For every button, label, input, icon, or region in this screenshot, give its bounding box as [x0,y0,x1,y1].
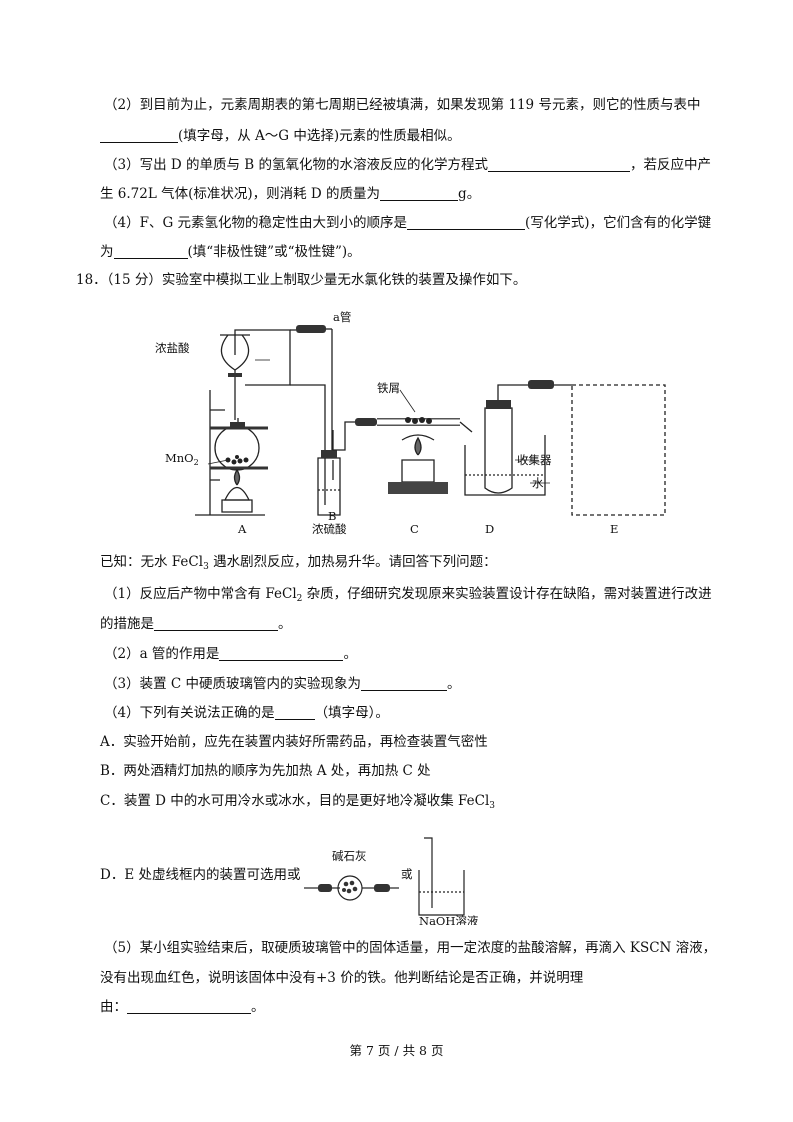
label-conc-hcl: 浓盐酸 [155,341,190,355]
q17-p4-line2: 为 (填“非极性键”或“极性键”)。 [100,243,361,261]
dashed-box-e [571,384,666,516]
q18-title-text: 18．（15 分）实验室中模拟工业上制取少量无水氯化铁的装置及操作如下。 [76,272,527,288]
q18-known-sub: 3 [203,562,209,572]
a-tube [234,329,291,386]
answer-blank[interactable] [274,705,315,720]
label-A: A [237,522,247,536]
q18-p3: （3）装置 C 中硬质玻璃管内的实验现象为 。 [104,675,461,693]
label-E: E [610,522,618,536]
q18-p2: （2）a 管的作用是 。 [104,645,357,663]
q17-p3-text-c: 生 6.72L 气体(标准状况)，则消耗 D 的质量为 [100,186,381,202]
q18-p1-line1: （1）反应后产物中常含有 FeCl2 杂质，仔细研究发现原来实验装置设计存在缺陷… [104,585,712,608]
drying-tube-icon [337,875,363,901]
q18-p5-text-b: 没有出现血红色，说明该固体中没有+3 价的铁。他判断结论是否正确，并说明理 [100,970,584,986]
q17-p4-text: （4）F、G 元素氢化物的稳定性由大到小的顺序是 [104,215,408,231]
q18-p1-text-d: 。 [278,616,292,632]
label-iron: 铁屑 [377,381,400,395]
q18-option-a-text: A．实验开始前，应先在装置内装好所需药品，再检查装置气密性 [100,734,488,750]
answer-blank[interactable] [100,128,178,143]
q17-p4-line1: （4）F、G 元素氢化物的稳定性由大到小的顺序是 (写化学式)，它们含有的化学键 [104,214,711,232]
label-D: D [485,522,494,536]
q18-option-c: C．装置 D 中的水可用冷水或冰水，目的是更好地冷凝收集 FeCl3 [100,792,495,815]
q17-p2-text-b: (填字母，从 A～G 中选择)元素的性质最相似。 [178,128,461,144]
q18-p3-text-b: 。 [447,676,461,692]
wash-bottle [317,457,341,516]
q18-p4: （4）下列有关说法正确的是 （填字母）。 [104,704,389,722]
q18-option-d: D．E 处虚线框内的装置可选用或 [100,866,300,884]
label-collector: 收集器 [517,453,552,467]
iron-stand [195,390,265,516]
label-C: C [410,522,419,536]
q18-p5-text-d: 。 [251,999,265,1015]
collector [484,407,513,494]
q18-p1-text-b: 杂质，仔细研究发现原来实验装置设计存在缺陷，需对装置进行改进 [302,586,712,602]
answer-blank[interactable] [219,646,344,661]
label-or: 或 [401,867,413,881]
label-soda-lime: 碱石灰 [332,849,367,863]
q18-p3-text: （3）装置 C 中硬质玻璃管内的实验现象为 [104,676,362,692]
beaker-icon [418,870,465,916]
answer-blank[interactable] [154,616,278,631]
q18-p5-line2: 没有出现血红色，说明该固体中没有+3 价的铁。他判断结论是否正确，并说明理 [100,969,583,987]
q18-p1-line2: 的措施是 。 [100,615,292,633]
label-naoh: NaOH溶液 [419,914,479,925]
label-water: 水 [532,476,544,490]
option-d-figures: 碱石灰 或 NaOH溶液 [304,837,479,925]
q18-p2-text: （2）a 管的作用是 [104,646,220,662]
apparatus-figure: a管 浓盐酸 MnO2 铁屑 收集器 水 浓硫酸 A B C D E [155,310,666,536]
q17-p3-line2: 生 6.72L 气体(标准状况)，则消耗 D 的质量为 g。 [100,185,480,203]
q18-known-text: 已知：无水 FeCl [100,554,204,570]
q18-p5-text-c: 由： [100,999,127,1015]
answer-blank[interactable] [407,215,526,230]
q18-option-c-text: C．装置 D 中的水可用冷水或冰水，目的是更好地冷凝收集 FeCl [100,793,490,809]
q18-option-d-text: D．E 处虚线框内的装置可选用或 [100,867,301,883]
q17-p4-text-d: (填“非极性键”或“极性键”)。 [187,244,361,260]
q18-p5-text: （5）某小组实验结束后，取硬质玻璃管中的固体适量，用一定浓度的盐酸溶解，再滴入 … [104,940,717,956]
label-a-tube: a管 [333,310,351,324]
label-mno2: MnO2 [165,451,199,467]
q18-p1-text-c: 的措施是 [100,616,154,632]
q18-p4-text: （4）下列有关说法正确的是 [104,705,275,721]
q18-known: 已知：无水 FeCl3 遇水剧烈反应，加热易升华。请回答下列问题： [100,553,497,576]
q18-option-a: A．实验开始前，应先在装置内装好所需药品，再检查装置气密性 [100,733,488,751]
q18-p4-text-b: （填字母）。 [314,705,389,721]
label-mno2-sub: 2 [194,458,199,467]
q17-p2-text: （2）到目前为止，元素周期表的第七周期已经被填满，如果发现第 119 号元素，则… [104,97,701,113]
label-mno2-text: MnO [165,451,194,465]
answer-blank[interactable] [361,676,448,691]
q18-p1-sub: 2 [296,594,303,604]
round-flask [214,425,260,471]
q18-p5-line1: （5）某小组实验结束后，取硬质玻璃管中的固体适量，用一定浓度的盐酸溶解，再滴入 … [104,939,716,957]
q17-p4-text-b: (写化学式)，它们含有的化学键 [525,215,712,231]
q17-p3-text-b: ，若反应中产 [630,157,711,173]
page-footer: 第 7 页 / 共 8 页 [349,1043,444,1058]
q17-p3-text: （3）写出 D 的单质与 B 的氢氧化物的水溶液反应的化学方程式 [104,157,488,173]
q18-p1-text: （1）反应后产物中常含有 FeCl [104,586,297,602]
q17-p3-line1: （3）写出 D 的单质与 B 的氢氧化物的水溶液反应的化学方程式 ，若反应中产 [104,156,711,174]
q18-p5-line3: 由： 。 [100,998,265,1016]
q18-option-b: B．两处酒精灯加热的顺序为先加热 A 处，再加热 C 处 [100,762,431,780]
q18-known-text-b: 遇水剧烈反应，加热易升华。请回答下列问题： [208,554,497,570]
answer-blank[interactable] [380,186,459,201]
q17-p4-text-c: 为 [100,244,114,260]
q18-option-c-sub: 3 [489,801,496,811]
q18-option-b-text: B．两处酒精灯加热的顺序为先加热 A 处，再加热 C 处 [100,763,431,779]
q17-p2-line1: （2）到目前为止，元素周期表的第七周期已经被填满，如果发现第 119 号元素，则… [104,96,700,114]
q17-p2-line2: (填字母，从 A～G 中选择)元素的性质最相似。 [100,127,461,145]
q18-p2-text-b: 。 [343,646,357,662]
label-conc-h2so4: 浓硫酸 [312,522,347,536]
q17-p3-text-d: g。 [458,186,481,202]
label-B: B [328,509,336,523]
answer-blank[interactable] [488,157,630,172]
answer-blank[interactable] [127,999,251,1014]
q18-title: 18．（15 分）实验室中模拟工业上制取少量无水氯化铁的装置及操作如下。 [76,271,526,289]
answer-blank[interactable] [113,244,188,259]
